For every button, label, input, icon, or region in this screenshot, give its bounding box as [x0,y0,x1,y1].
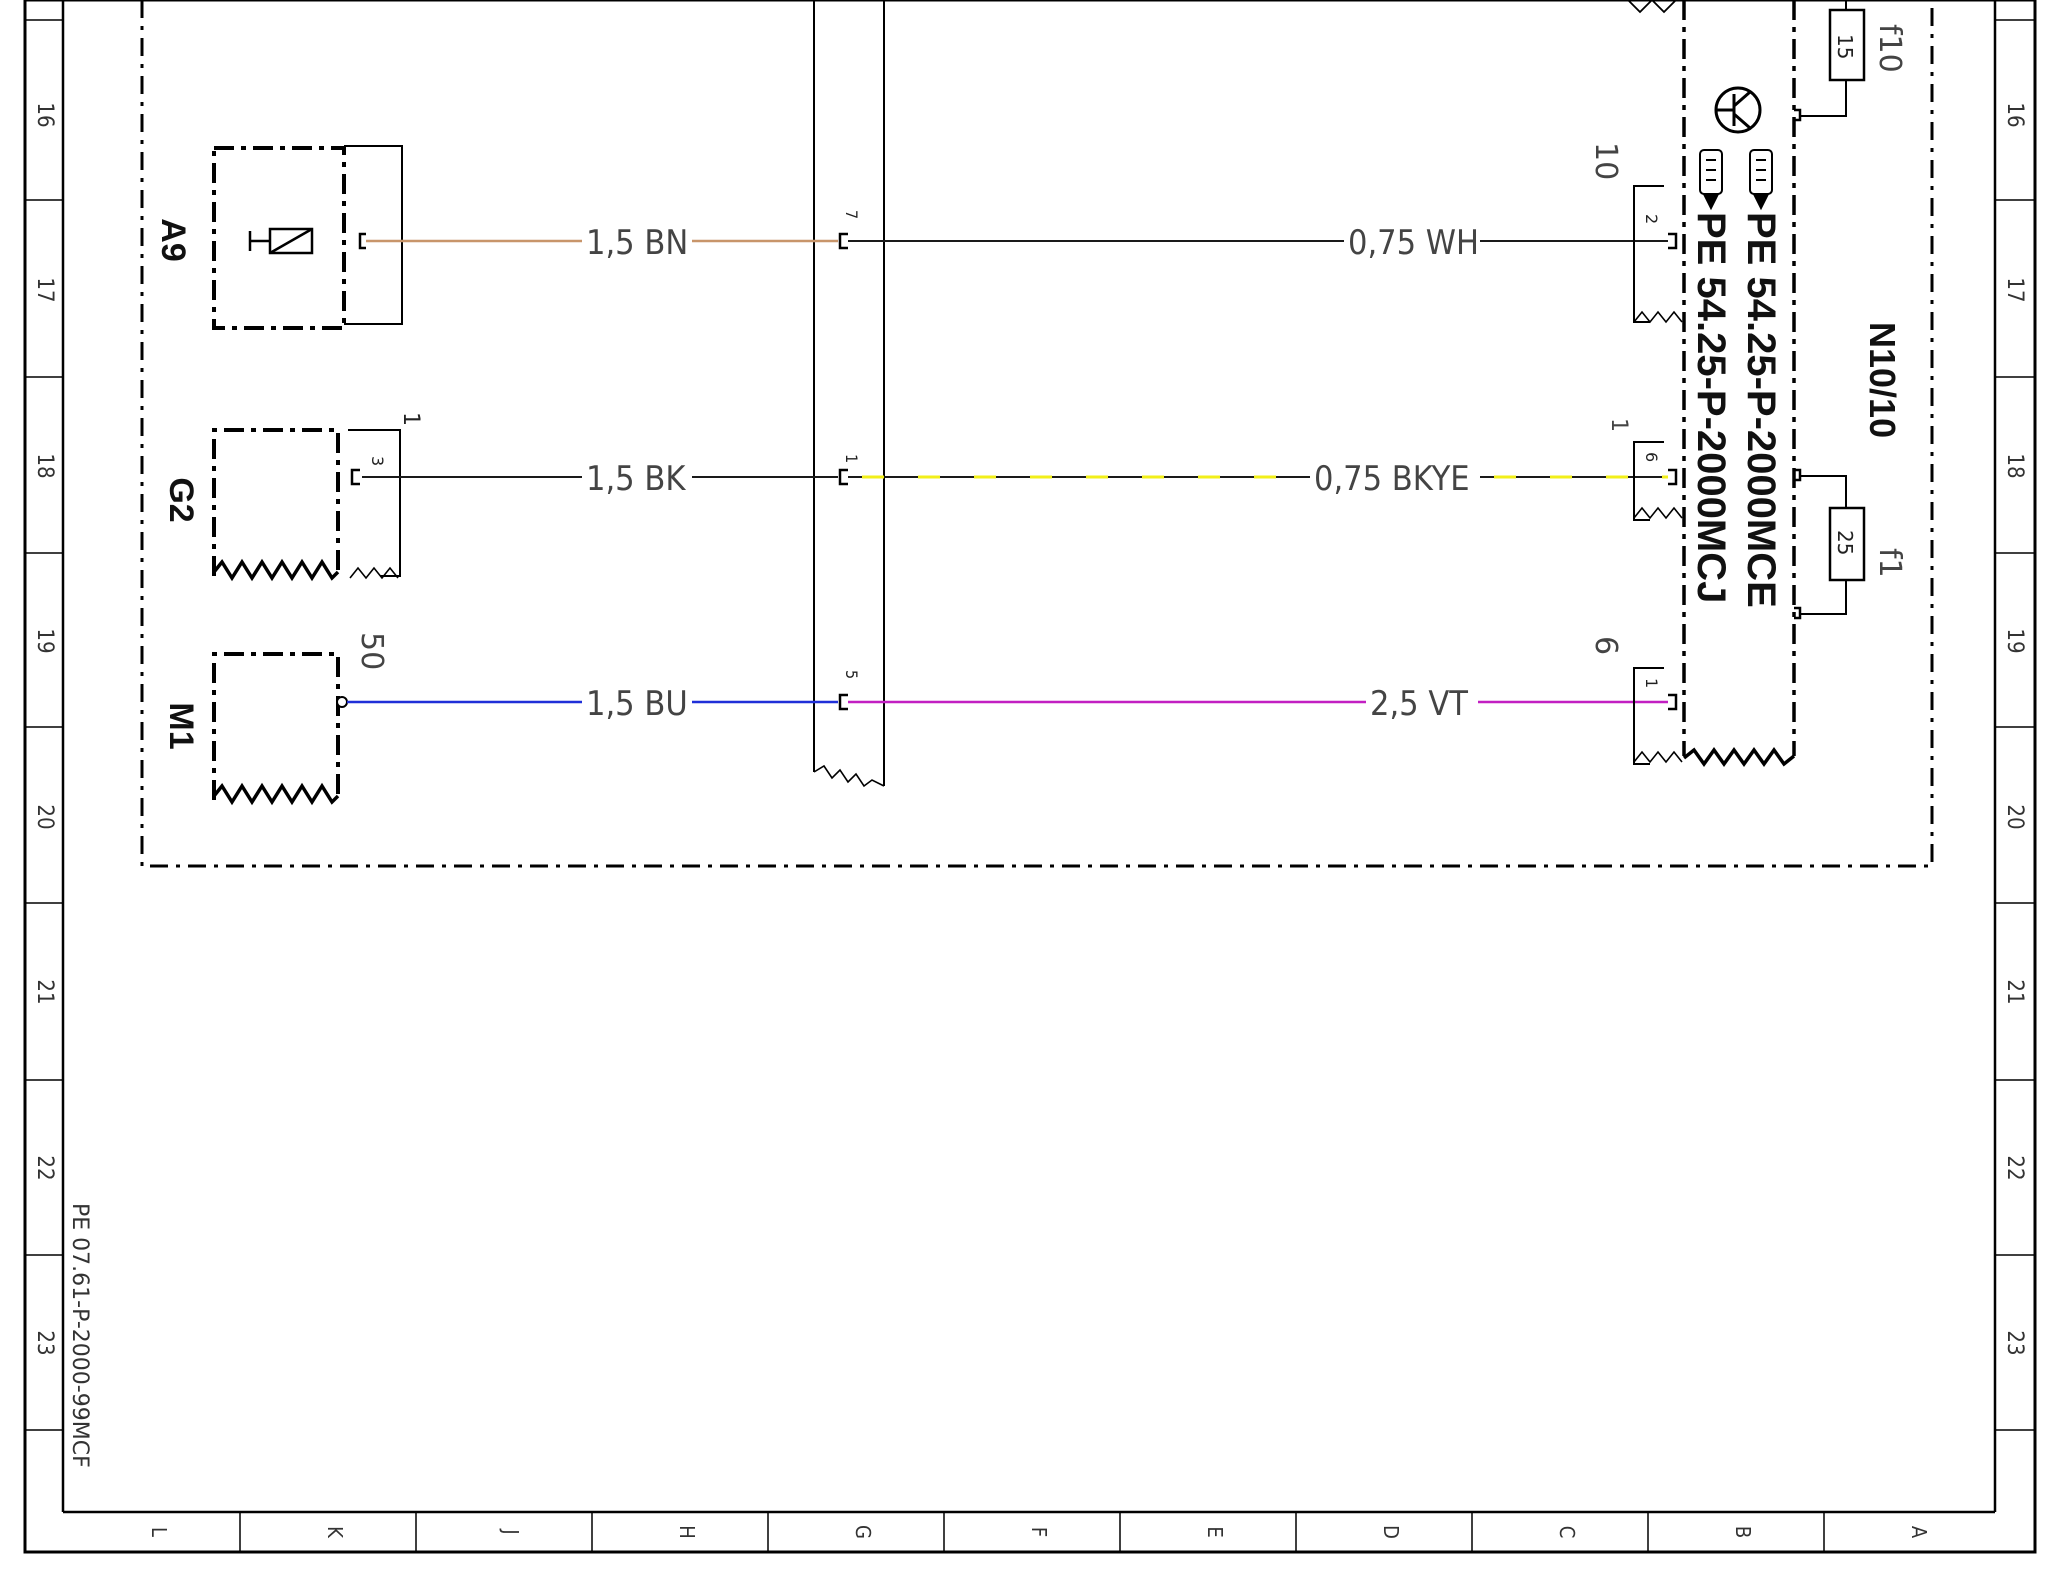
row-label-19-left: 19 [32,628,57,653]
col-label-j: J [499,1528,523,1534]
transistor-icon [1714,86,1762,134]
col-label-k: K [323,1526,347,1539]
row-label-21-left: 21 [32,979,57,1004]
n10-terminal-6 [1668,468,1678,486]
a9-component: A9 [154,145,403,330]
row-label-21-right: 21 [2002,979,2027,1004]
connector-terminals [838,232,848,711]
document-reference: PE 07.61-P-2000-99MCF [67,1203,92,1468]
row-label-16-left: 16 [32,102,57,127]
wire-label-m1-right: 2,5 VT [1370,684,1468,724]
connector-body [813,0,885,788]
m1-terminal [336,696,348,708]
pointing-hand-icon-mce [1749,149,1773,211]
col-label-c: C [1555,1526,1579,1539]
g2-pin-number: 3 [368,456,387,466]
n10-pin-2: 2 [1642,214,1661,224]
row-label-23-right: 23 [2002,1330,2027,1355]
reference-mcj: PE 54.25-P-2000MCJ [1689,212,1733,603]
connector-pin-m1: 5 [842,670,861,679]
row-label-18-left: 18 [32,453,57,478]
fuse-f1: 25 f1 [1794,468,1907,620]
row-label-22-right: 22 [2002,1155,2027,1180]
grid-col-ticks [239,1512,1825,1552]
n10-ref-1: 1 [1606,418,1631,432]
g2-component: G2 3 1 [162,412,423,582]
g2-ref-number: 1 [398,412,423,426]
wire-label-a9-right: 0,75 WH [1348,223,1479,263]
wire-label-a9-left: 1,5 BN [586,223,688,263]
n10-terminal-2 [1668,232,1678,250]
connector-terminal-1 [838,468,848,486]
col-label-f: F [1027,1527,1051,1537]
connector-terminal-7 [838,232,848,250]
col-label-d: D [1379,1525,1403,1539]
row-label-20-left: 20 [32,804,57,829]
grid-row-labels: 16 17 18 19 20 21 22 23 16 17 18 19 20 2… [32,102,2027,1355]
fuse-f10-label: f10 [1872,24,1907,73]
connector-pin-numbers: 7 1 5 [842,210,861,679]
m1-component: M1 50 [162,632,389,806]
col-label-g: G [851,1525,875,1539]
sheet-border [23,0,2037,1554]
a9-terminal [358,232,366,250]
row-label-17-left: 17 [32,277,57,302]
g2-label: G2 [162,477,200,522]
connector-terminal-5 [838,693,848,711]
fuse-f10-value: 15 [1833,34,1857,59]
row-label-19-right: 19 [2002,628,2027,653]
pointing-hand-icon-mcj [1699,149,1723,211]
row-label-18-right: 18 [2002,453,2027,478]
a9-label: A9 [154,218,192,261]
col-label-h: H [675,1525,699,1539]
n10-ref-10: 10 [1588,142,1623,180]
grid-row-ticks [25,19,2035,1431]
wire-label-g2-left: 1,5 BK [586,459,686,499]
m1-ref-number: 50 [354,632,389,670]
n10-module: 2 10 6 1 1 6 [1588,0,1903,768]
wire-label-g2-right: 0,75 BKYE [1314,459,1470,499]
connector-pin-a9: 7 [842,210,861,219]
n10-ref-6: 6 [1588,636,1623,655]
row-label-16-right: 16 [2002,102,2027,127]
row-label-17-right: 17 [2002,277,2027,302]
fuse-f1-value: 25 [1833,530,1857,555]
reference-mce: PE 54.25-P-2000MCE [1739,212,1783,608]
fuse-f1-label: f1 [1872,548,1907,578]
solenoid-valve-icon [248,227,314,255]
fuse-f10: 15 f10 [1794,0,1907,122]
connector-pin-g2: 1 [842,454,861,463]
n10-terminal-1 [1668,693,1678,711]
wire-label-m1-left: 1,5 BU [586,684,688,724]
g2-terminal [350,468,360,486]
col-label-l: L [147,1527,171,1537]
col-label-b: B [1731,1526,1755,1538]
wire-labels: 1,5 BN 0,75 WH 1,5 BK 0,75 BKYE 1,5 BU 2… [586,223,1479,724]
row-label-23-left: 23 [32,1330,57,1355]
col-label-a: A [1907,1526,1931,1539]
n10-label: N10/10 [1862,322,1903,438]
m1-label: M1 [162,702,200,749]
n10-pin-1: 1 [1642,678,1661,688]
grid-col-labels: L K J H G F E D C B A [147,1525,1931,1539]
col-label-e: E [1203,1526,1227,1537]
row-label-22-left: 22 [32,1155,57,1180]
n10-pin-6: 6 [1642,452,1661,462]
row-label-20-right: 20 [2002,804,2027,829]
harness-enclosure [140,0,1934,868]
